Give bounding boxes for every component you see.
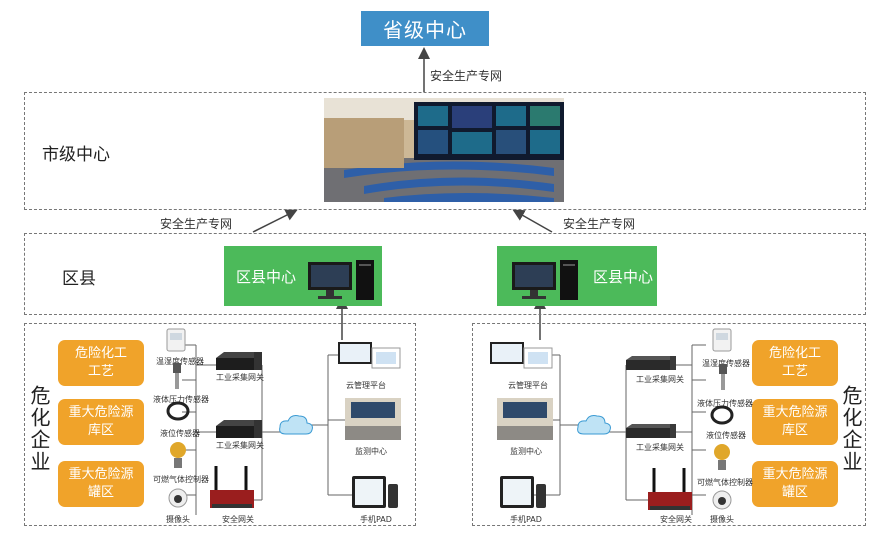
security-gateway-label: 安全网关 <box>222 515 254 524</box>
gas-controller-label-right: 可燃气体控制器 <box>697 478 753 487</box>
enterprise-left-title: 危化企业 <box>27 385 51 473</box>
security-gateway-icon <box>208 464 256 518</box>
monitor-center-label-right: 监测中心 <box>510 447 542 456</box>
district-center-right-label: 区县中心 <box>593 267 654 286</box>
pressure-sensor-icon <box>170 363 184 395</box>
acq-gateway-label-1: 工业采集网关 <box>216 373 264 382</box>
pressure-sensor-label-right: 液体压力传感器 <box>697 399 753 408</box>
enterprise-right-title: 危化企业 <box>839 385 863 473</box>
district-center-left: 区县中心 <box>224 246 382 306</box>
district-tier <box>24 233 866 315</box>
acq-gateway-icon-right-2 <box>626 424 676 444</box>
zone-left-process: 危险化工 工艺 <box>58 340 144 386</box>
pad-icon-right <box>500 476 546 514</box>
gas-controller-icon <box>168 440 188 474</box>
computer-icon-right <box>510 258 582 306</box>
level-sensor-label: 液位传感器 <box>160 429 200 438</box>
province-center-box: 省级中心 <box>361 11 489 46</box>
cloud-platform-label: 云管理平台 <box>346 381 386 390</box>
enterprise-right <box>472 323 866 526</box>
camera-icon-right <box>712 488 732 516</box>
district-tier-title: 区县 <box>62 269 96 289</box>
arrow-right-district-city <box>512 209 553 233</box>
network-label-top: 安全生产专网 <box>430 69 503 83</box>
zone-right-storage: 重大危险源 库区 <box>752 399 838 445</box>
network-label-left: 安全生产专网 <box>160 217 233 231</box>
zone-right-tank: 重大危险源 罐区 <box>752 461 838 507</box>
temp-sensor-label-right: 温湿度传感器 <box>702 359 750 368</box>
pad-icon <box>352 476 398 514</box>
monitor-center-icon <box>345 398 401 444</box>
cloud-icon-left <box>278 412 314 442</box>
cloud-platform-icon-right <box>488 338 558 378</box>
pad-label: 手机PAD <box>360 515 392 524</box>
acq-gateway-icon-right-1 <box>626 356 676 376</box>
camera-label: 摄像头 <box>166 515 190 524</box>
security-gateway-label-right: 安全网关 <box>660 515 692 524</box>
city-tier-title: 市级中心 <box>42 145 110 165</box>
acq-gateway-label-right-2: 工业采集网关 <box>636 443 684 452</box>
province-center-label: 省级中心 <box>383 18 467 42</box>
district-center-left-label: 区县中心 <box>236 267 297 286</box>
control-room-image <box>324 98 564 202</box>
pressure-sensor-icon-right <box>716 364 730 396</box>
pressure-sensor-label: 液体压力传感器 <box>153 395 209 404</box>
monitor-center-label: 监测中心 <box>355 447 387 456</box>
gas-controller-label: 可燃气体控制器 <box>153 475 209 484</box>
monitor-center-icon-right <box>497 398 553 444</box>
security-gateway-icon-right <box>646 466 694 520</box>
cloud-platform-icon <box>336 338 406 378</box>
acq-gateway-label-2: 工业采集网关 <box>216 441 264 450</box>
acq-gateway-icon-2 <box>216 420 262 444</box>
temp-sensor-icon-right <box>712 328 732 356</box>
cloud-icon-right <box>576 412 612 442</box>
zone-left-storage: 重大危险源 库区 <box>58 399 144 445</box>
camera-label-right: 摄像头 <box>710 515 734 524</box>
temp-sensor-label: 温湿度传感器 <box>156 357 204 366</box>
level-sensor-icon-right <box>710 404 734 430</box>
level-sensor-icon <box>166 400 190 426</box>
level-sensor-label-right: 液位传感器 <box>706 431 746 440</box>
arrow-left-district-city <box>252 209 298 233</box>
gas-controller-icon-right <box>712 442 732 476</box>
pad-label-right: 手机PAD <box>510 515 542 524</box>
city-tier <box>24 92 866 210</box>
acq-gateway-icon-1 <box>216 352 262 376</box>
zone-right-process: 危险化工 工艺 <box>752 340 838 386</box>
cloud-platform-label-right: 云管理平台 <box>508 381 548 390</box>
acq-gateway-label-right-1: 工业采集网关 <box>636 375 684 384</box>
temp-sensor-icon <box>166 328 186 356</box>
computer-icon-left <box>306 258 378 306</box>
network-label-right: 安全生产专网 <box>563 217 636 231</box>
zone-left-tank: 重大危险源 罐区 <box>58 461 144 507</box>
enterprise-left <box>24 323 416 526</box>
camera-icon <box>168 486 188 514</box>
